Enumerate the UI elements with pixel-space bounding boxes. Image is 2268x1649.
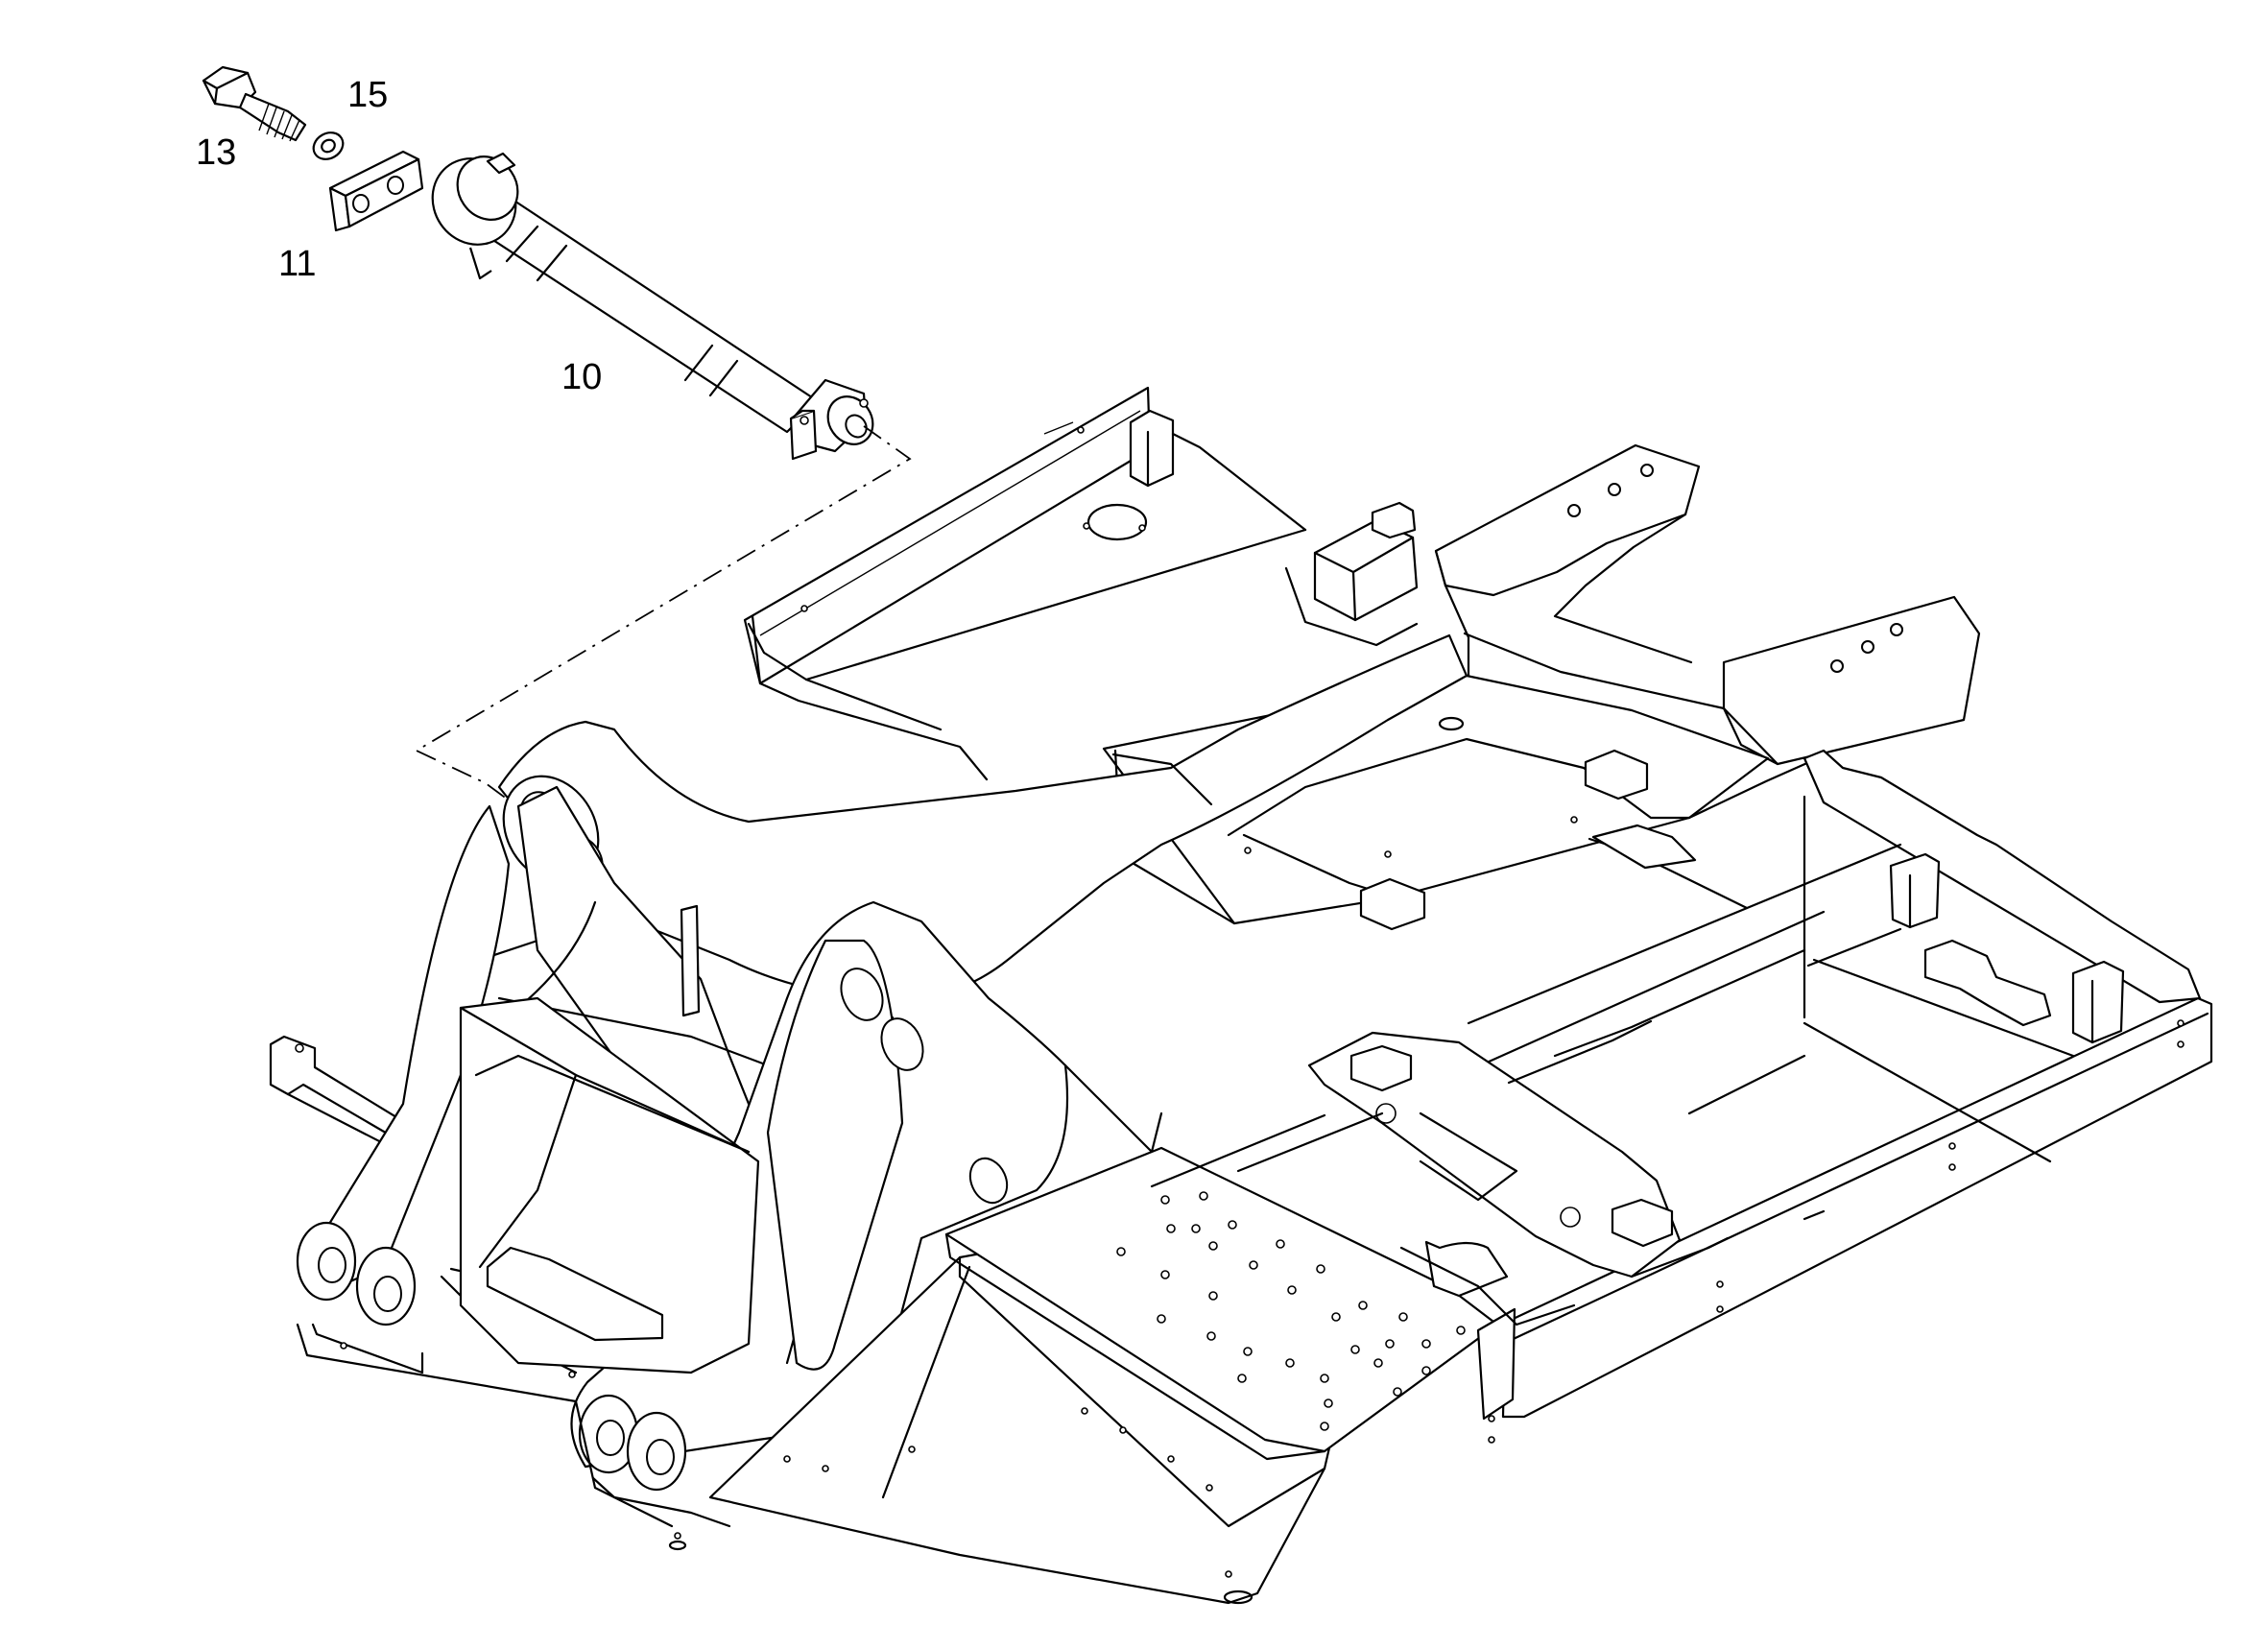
inner-cross-plate bbox=[459, 996, 760, 1374]
callout-label-11: 11 bbox=[278, 244, 317, 284]
locking-plate-icon bbox=[328, 150, 424, 232]
hex-bolt-icon bbox=[202, 65, 307, 142]
deck-plate bbox=[944, 1146, 1499, 1461]
rear-cross-member bbox=[1284, 501, 1726, 764]
assembly-centerline bbox=[415, 425, 912, 823]
saddle-bracket bbox=[1307, 1031, 1730, 1326]
washer-icon bbox=[312, 131, 345, 160]
callout-label-10: 10 bbox=[561, 357, 603, 397]
rear-frame-rail bbox=[743, 386, 1307, 781]
pivot-pin-icon bbox=[431, 152, 874, 461]
right-frame-assembly bbox=[1457, 749, 2202, 1163]
frame-outline-lines bbox=[1150, 927, 1902, 1188]
cross-beam bbox=[1434, 443, 1981, 766]
callout-label-15: 15 bbox=[347, 75, 389, 115]
callout-label-13: 13 bbox=[196, 132, 237, 173]
